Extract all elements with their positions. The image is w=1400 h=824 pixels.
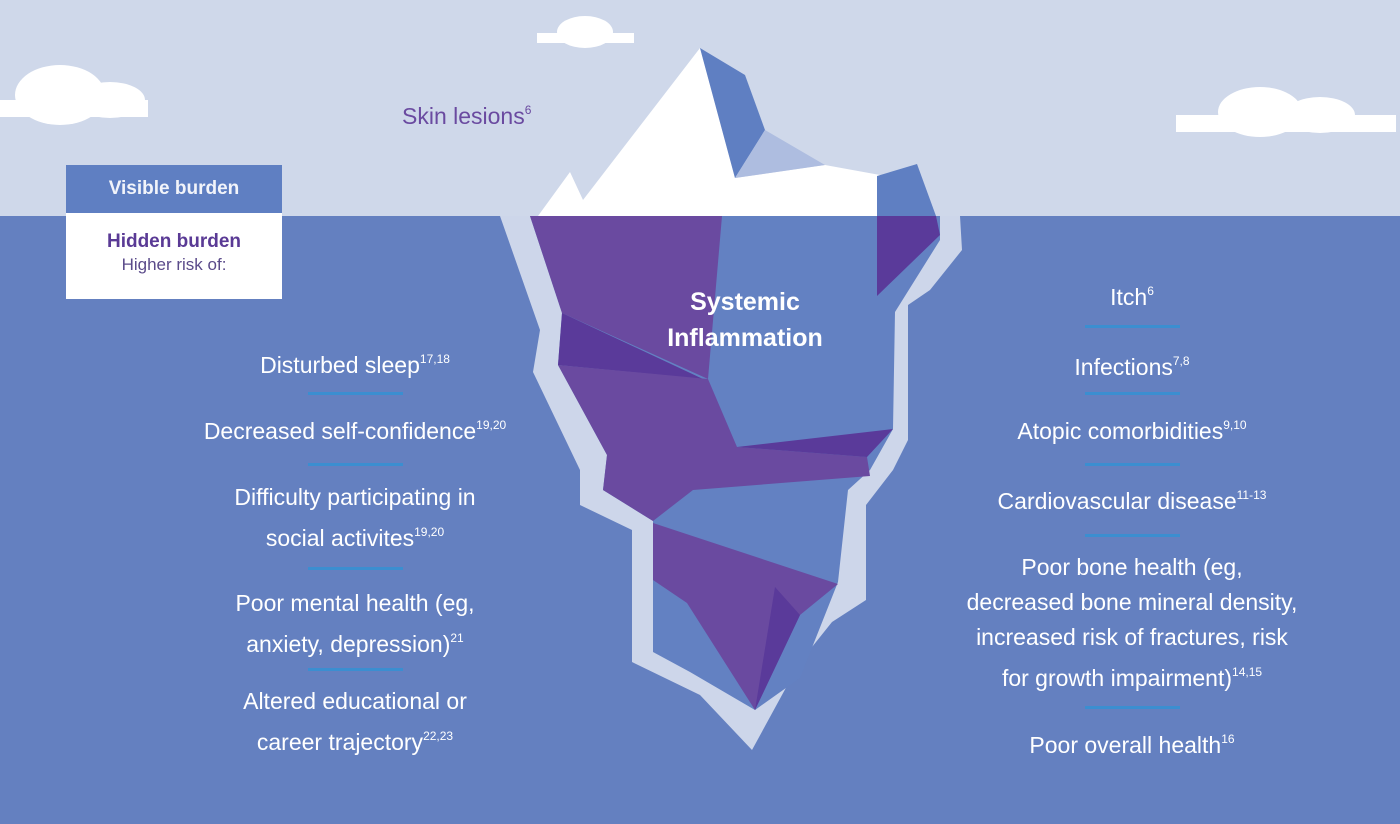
tip-white bbox=[538, 48, 880, 216]
risk-item-line: career trajectory22,23 bbox=[256, 729, 454, 755]
legend-hidden-burden: Hidden burden bbox=[106, 231, 242, 252]
tip-facet bbox=[700, 48, 765, 178]
risk-item: Poor mental health (eg, anxiety, depressi… bbox=[135, 586, 575, 662]
facet bbox=[877, 216, 940, 296]
separator-line bbox=[1085, 325, 1180, 328]
risk-item-line: Poor overall health16 bbox=[1029, 732, 1235, 758]
skin-lesions-label: Skin lesions6 bbox=[402, 103, 531, 130]
facet bbox=[755, 587, 800, 710]
separator-line bbox=[1085, 534, 1180, 537]
risk-item-line: Infections7,8 bbox=[1074, 354, 1190, 380]
reference: 14,15 bbox=[1232, 665, 1263, 679]
tip-facet bbox=[735, 130, 825, 178]
cloud-right bbox=[1176, 87, 1396, 137]
systemic-inflammation-label: Systemic Inflammation bbox=[640, 284, 850, 356]
legend-visible-burden: Visible burden bbox=[66, 165, 282, 213]
risk-item-line: Poor bone health (eg, bbox=[1021, 554, 1243, 580]
risk-item: Decreased self-confidence19,20 bbox=[135, 408, 575, 449]
reference: 6 bbox=[1147, 284, 1154, 298]
risk-item-line: Poor mental health (eg, bbox=[235, 590, 475, 616]
separator-line bbox=[308, 463, 403, 466]
risk-item-line: Decreased self-confidence19,20 bbox=[203, 418, 507, 444]
center-line-2: Inflammation bbox=[667, 324, 823, 352]
reference: 19,20 bbox=[414, 525, 445, 539]
facet bbox=[558, 365, 870, 521]
risk-item-line: for growth impairment)14,15 bbox=[1001, 665, 1263, 691]
center-line-1: Systemic bbox=[690, 288, 800, 316]
reference: 19,20 bbox=[476, 418, 507, 432]
separator-line bbox=[308, 567, 403, 570]
reference: 11-13 bbox=[1236, 488, 1267, 502]
facet bbox=[530, 216, 722, 379]
risk-item-line: Difficulty participating in bbox=[234, 484, 476, 510]
legend-higher-risk: Higher risk of: bbox=[121, 255, 227, 274]
facet bbox=[653, 523, 838, 710]
separator-line bbox=[308, 392, 403, 395]
reference: 22,23 bbox=[423, 729, 454, 743]
risk-item: Disturbed sleep17,18 bbox=[135, 342, 575, 383]
risk-item-line: Disturbed sleep17,18 bbox=[260, 352, 450, 378]
separator-line bbox=[1085, 392, 1180, 395]
risk-item: Poor overall health16 bbox=[912, 722, 1352, 763]
tip-facet bbox=[877, 164, 936, 216]
reference: 9,10 bbox=[1223, 418, 1247, 432]
reference: 7,8 bbox=[1172, 354, 1190, 368]
risk-item: Poor bone health (eg, decreased bone mine… bbox=[912, 550, 1352, 696]
cloud-left bbox=[0, 65, 148, 125]
risk-item-line: Cardiovascular disease11-13 bbox=[997, 488, 1267, 514]
label-text: Skin lesions bbox=[402, 103, 525, 129]
risk-item-line: social activites19,20 bbox=[265, 525, 445, 551]
reference: 16 bbox=[1221, 732, 1235, 746]
reference: 21 bbox=[450, 631, 464, 645]
clouds bbox=[0, 16, 1396, 137]
cloud-top bbox=[537, 16, 634, 48]
facet bbox=[737, 429, 893, 457]
separator-line bbox=[1085, 706, 1180, 709]
separator-line bbox=[1085, 463, 1180, 466]
risk-item-line: Altered educational or bbox=[243, 688, 467, 714]
reference: 6 bbox=[524, 103, 532, 117]
facet bbox=[558, 313, 703, 379]
risk-item-line: Itch6 bbox=[1110, 284, 1154, 310]
risk-item-line: decreased bone mineral density, bbox=[966, 589, 1298, 615]
risk-item-line: increased risk of fractures, risk bbox=[976, 624, 1288, 650]
separator-line bbox=[308, 668, 403, 671]
reference: 17,18 bbox=[419, 352, 450, 366]
legend-box: Visible burden Hidden burden Higher risk… bbox=[66, 165, 282, 299]
risk-item: Altered educational or career trajectory2… bbox=[135, 684, 575, 760]
risk-item: Itch6 bbox=[912, 274, 1352, 315]
risk-item-line: Atopic comorbidities9,10 bbox=[1017, 418, 1247, 444]
risk-item: Atopic comorbidities9,10 bbox=[912, 408, 1352, 449]
risk-item: Difficulty participating in social activi… bbox=[135, 480, 575, 556]
risk-item-line: anxiety, depression)21 bbox=[246, 631, 464, 657]
risk-item: Cardiovascular disease11-13 bbox=[912, 478, 1352, 519]
risk-item: Infections7,8 bbox=[912, 344, 1352, 385]
